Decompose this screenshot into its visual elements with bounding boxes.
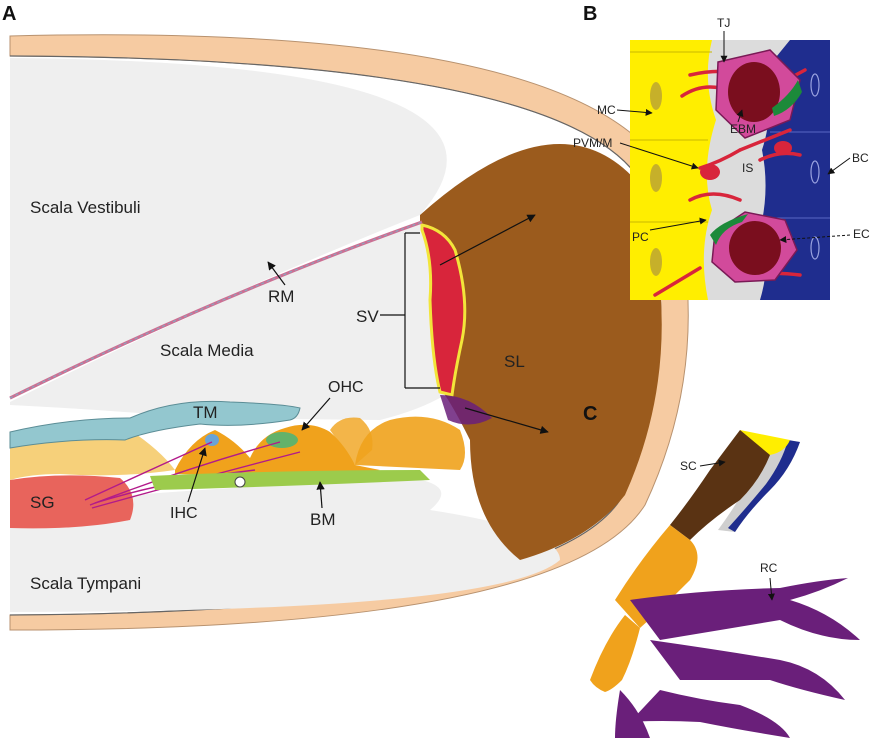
panel-c-letter: C (583, 403, 597, 425)
stria-vascularis (420, 223, 467, 397)
outer-supporting-cells (355, 416, 465, 470)
label-pvm: PVM/M (573, 136, 612, 150)
outer-supporting-cells-2 (330, 417, 373, 465)
label-bm: BM (310, 510, 336, 529)
panel-b-leaders (616, 31, 851, 244)
scala-media-area (10, 222, 445, 420)
pvm-cell-body (700, 164, 720, 180)
panel-a-leaders (187, 214, 549, 509)
outer-hair-cells (266, 432, 298, 448)
panel-c-leaders (699, 459, 775, 601)
bm-arrow (316, 481, 325, 509)
spiral-prominence (440, 395, 492, 425)
label-bc: BC (852, 151, 869, 165)
ohc-arrow (301, 397, 331, 431)
prominence-callout-arrow (464, 407, 549, 434)
sv-bracket (380, 232, 440, 389)
tunnel-vessel (234, 476, 246, 488)
pvm-cell-body-2 (774, 141, 792, 155)
basal-strip (718, 438, 800, 532)
label-tm: TM (193, 403, 218, 422)
label-scala-media: Scala Media (160, 341, 254, 360)
pericyte-green-2 (710, 214, 748, 245)
label-ec: EC (853, 227, 870, 241)
rm-arrow (267, 261, 286, 286)
label-sc: SC (680, 459, 697, 473)
scala-vestibuli-area (10, 58, 447, 400)
label-tj: TJ (717, 16, 730, 30)
pvm-arrow (619, 142, 699, 170)
label-sg: SG (30, 493, 55, 512)
label-sl: SL (504, 352, 525, 371)
scala-tympani-area (10, 478, 560, 612)
rc-arrow (767, 577, 775, 601)
label-scala-vestibuli: Scala Vestibuli (30, 198, 141, 217)
label-is: IS (742, 161, 753, 175)
spiral-ligament (420, 143, 662, 560)
bc-arrow (827, 157, 851, 175)
orange-base-cell (590, 615, 640, 692)
sc-arrow (699, 459, 726, 467)
panel-c: C SC RC (583, 403, 860, 738)
mc-arrow (616, 108, 653, 116)
basilar-membrane (150, 470, 430, 490)
label-ihc: IHC (170, 505, 198, 522)
vessel-1-lumen (728, 62, 780, 122)
panel-a: A Scala Vestibuli Scala Media Scala Tymp… (2, 3, 689, 631)
label-ohc: OHC (328, 379, 364, 396)
ihc-arrow (187, 447, 207, 503)
label-rc: RC (760, 561, 778, 575)
panel-a-letter: A (2, 3, 16, 25)
pc-arrow (649, 217, 707, 231)
label-mc: MC (597, 103, 616, 117)
ebm-arrow (736, 109, 744, 123)
vessel-2-lumen (729, 221, 781, 275)
organ-of-corti (175, 424, 380, 476)
panel-b-letter: B (583, 3, 597, 25)
label-scala-tympani: Scala Tympani (30, 574, 141, 593)
panel-b: B TJ MC EBM PVM/M IS BC PC EC (573, 3, 870, 300)
label-rm: RM (268, 287, 294, 306)
ec-arrow (779, 234, 851, 244)
spindle-cells (670, 430, 770, 540)
spiral-ganglion (10, 475, 134, 529)
basal-strip-blue (728, 440, 800, 532)
pericyte-green (772, 80, 802, 116)
label-pc: PC (632, 230, 649, 244)
root-cells (615, 578, 860, 738)
label-ebm: EBM (730, 122, 756, 136)
tectorial-membrane (9, 400, 301, 449)
label-sv: SV (356, 307, 379, 326)
marginal-nuclei (650, 82, 662, 276)
stria-callout-arrow (439, 214, 536, 266)
